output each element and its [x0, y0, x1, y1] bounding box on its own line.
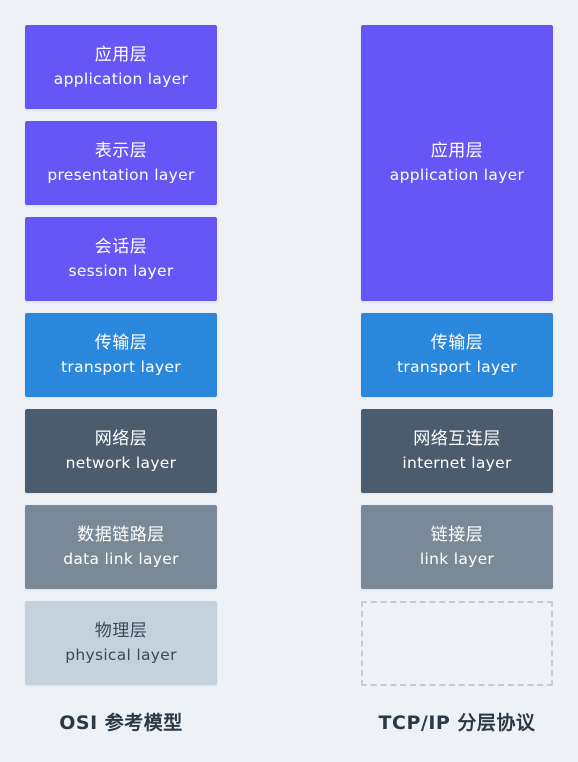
layer-name-zh: 网络层 — [94, 429, 148, 449]
osi-transport-layer: 传输层 transport layer — [25, 313, 217, 397]
tcpip-empty-placeholder — [361, 601, 553, 686]
tcpip-internet-layer: 网络互连层 internet layer — [361, 409, 553, 493]
layer-name-zh: 物理层 — [94, 621, 148, 641]
layer-name-zh: 传输层 — [94, 333, 148, 353]
layer-name-zh: 应用层 — [94, 45, 148, 65]
osi-physical-layer: 物理层 physical layer — [25, 601, 217, 685]
layer-name-en: application layer — [53, 70, 189, 88]
osi-data-link-layer: 数据链路层 data link layer — [25, 505, 217, 589]
tcpip-link-layer: 链接层 link layer — [361, 505, 553, 589]
osi-caption: OSI 参考模型 — [59, 712, 183, 734]
layer-name-en: presentation layer — [47, 166, 195, 184]
layer-name-zh: 数据链路层 — [77, 525, 165, 545]
layer-name-en: physical layer — [65, 646, 177, 664]
osi-session-layer: 会话层 session layer — [25, 217, 217, 301]
layer-name-zh: 会话层 — [94, 237, 148, 257]
layer-name-zh: 表示层 — [94, 141, 148, 161]
layer-name-zh: 网络互连层 — [413, 429, 501, 449]
layer-name-en: transport layer — [61, 358, 181, 376]
layer-name-zh: 传输层 — [430, 333, 484, 353]
layer-name-en: application layer — [389, 166, 525, 184]
osi-application-layer: 应用层 application layer — [25, 25, 217, 109]
layer-name-zh: 应用层 — [430, 141, 484, 161]
layer-name-en: link layer — [419, 550, 495, 568]
layer-name-en: data link layer — [63, 550, 179, 568]
osi-presentation-layer: 表示层 presentation layer — [25, 121, 217, 205]
tcpip-transport-layer: 传输层 transport layer — [361, 313, 553, 397]
layer-name-en: internet layer — [402, 454, 512, 472]
layer-name-en: session layer — [68, 262, 174, 280]
layer-name-en: network layer — [65, 454, 177, 472]
layer-name-en: transport layer — [397, 358, 517, 376]
tcpip-application-layer: 应用层 application layer — [361, 25, 553, 301]
osi-network-layer: 网络层 network layer — [25, 409, 217, 493]
layer-name-zh: 链接层 — [430, 525, 484, 545]
tcpip-caption: TCP/IP 分层协议 — [378, 712, 536, 734]
